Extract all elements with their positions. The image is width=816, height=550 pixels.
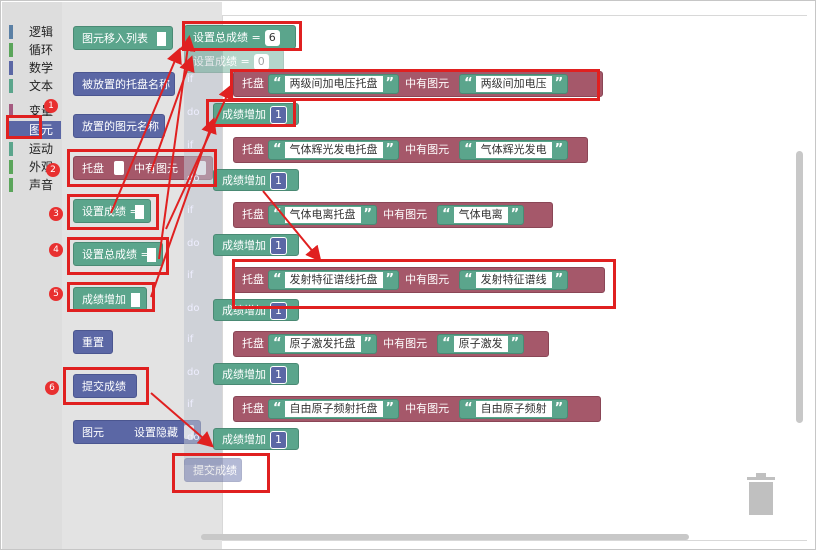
tray-contains-block[interactable]: 托盘“原子激发托盘”中有图元“原子激发” <box>233 331 549 357</box>
element-string-block[interactable]: “气体电离” <box>437 205 525 225</box>
marker-2: 2 <box>46 163 60 177</box>
tray-string-block[interactable]: “自由原子频射托盘” <box>268 399 400 419</box>
do-label: do <box>187 238 200 249</box>
if-label: if <box>187 74 194 85</box>
marker-6: 6 <box>45 381 59 395</box>
horizontal-scrollbar[interactable] <box>201 534 689 540</box>
do-label: do <box>187 367 200 378</box>
category-logic[interactable]: 逻辑 <box>9 23 61 41</box>
do-label: do <box>187 432 200 443</box>
element-set-hidden-block[interactable]: 图元设置隐藏 <box>73 420 201 444</box>
do-label: do <box>187 303 200 314</box>
vertical-scrollbar[interactable] <box>796 151 803 423</box>
trash-icon[interactable] <box>745 472 777 516</box>
submit-score-block[interactable]: 提交成绩 <box>73 374 137 398</box>
marker-3: 3 <box>49 207 63 221</box>
category-text[interactable]: 文本 <box>9 77 61 95</box>
tray-contains-block[interactable]: 托盘“两级间加电压托盘”中有图元“两级间加电压” <box>233 71 603 97</box>
set-total-score-block[interactable]: 设置总成绩 = <box>73 242 163 266</box>
tray-contains-block[interactable]: 托盘“气体辉光发电托盘”中有图元“气体辉光发电” <box>233 137 588 163</box>
category-math[interactable]: 数学 <box>9 59 61 77</box>
marker-4: 4 <box>49 243 63 257</box>
if-label: if <box>187 399 194 410</box>
tray-contains-block[interactable]: 托盘“发射特征谱线托盘”中有图元“发射特征谱线” <box>233 267 605 293</box>
element-string-block[interactable]: “原子激发” <box>437 334 525 354</box>
if-label: if <box>187 205 194 216</box>
tray-contains-block[interactable]: 托盘“气体电离托盘”中有图元“气体电离” <box>233 202 553 228</box>
tray-string-block[interactable]: “气体辉光发电托盘” <box>268 140 400 160</box>
if-label: if <box>187 140 194 151</box>
category-elements[interactable]: 图元 <box>9 121 61 139</box>
marker-5: 5 <box>49 287 63 301</box>
category-motion[interactable]: 运动 <box>9 140 61 158</box>
tray-string-block[interactable]: “两级间加电压托盘” <box>268 74 400 94</box>
tray-string-block[interactable]: “原子激发托盘” <box>268 334 378 354</box>
element-string-block[interactable]: “发射特征谱线” <box>459 270 569 290</box>
reset-block[interactable]: 重置 <box>73 330 113 354</box>
element-string-block[interactable]: “两级间加电压” <box>459 74 569 94</box>
do-label: do <box>187 107 200 118</box>
placed-tray-name-block[interactable]: 被放置的托盘名称 <box>73 72 175 96</box>
tray-string-block[interactable]: “发射特征谱线托盘” <box>268 270 400 290</box>
category-toolbox: 逻辑 循环 数学 文本 变量 图元 运动 外观 声音 <box>2 2 62 549</box>
ws-submit-score-block[interactable]: 提交成绩 <box>184 458 242 482</box>
category-loops[interactable]: 循环 <box>9 41 61 59</box>
placed-element-name-block[interactable]: 放置的图元名称 <box>73 114 165 138</box>
tray-string-block[interactable]: “气体电离托盘” <box>268 205 378 225</box>
tray-contains-block[interactable]: 托盘“自由原子频射托盘”中有图元“自由原子频射” <box>233 396 601 422</box>
score-increase-block[interactable]: 成绩增加 <box>73 287 147 311</box>
ws-set-total-score-block[interactable]: 设置总成绩 =6 <box>184 25 296 49</box>
element-string-block[interactable]: “气体辉光发电” <box>459 140 569 160</box>
move-into-list-block[interactable]: 图元移入列表 <box>73 26 173 50</box>
category-sound[interactable]: 声音 <box>9 176 61 194</box>
if-label: if <box>187 270 194 281</box>
if-label: if <box>187 334 194 345</box>
element-string-block[interactable]: “自由原子频射” <box>459 399 569 419</box>
marker-1: 1 <box>44 99 58 113</box>
